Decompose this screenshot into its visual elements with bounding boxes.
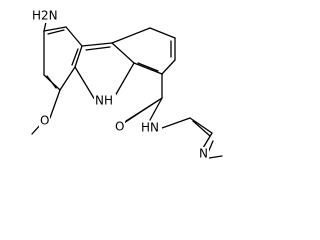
bond [43,26,67,32]
bond [111,27,151,44]
methoxy-oxygen-label: O [40,114,49,128]
bond [74,45,83,68]
bond [202,132,213,149]
bond [43,21,47,32]
bond [85,46,111,51]
bond [111,42,135,64]
bond [149,27,176,39]
bond [161,117,191,129]
bond [71,48,79,66]
bond [133,62,163,75]
amide-oxygen-label: O [115,120,124,134]
bond [74,66,96,101]
bond [189,117,213,134]
ring-nitrogen-label: NH [95,94,113,108]
bond [137,62,159,72]
bond-lines [31,21,223,159]
bond [114,62,135,97]
bond [81,42,113,47]
bond [192,120,211,137]
bond [161,59,176,75]
bond [149,97,163,121]
bond [65,26,83,47]
dimethylamino-nitrogen-label: N [199,147,208,161]
bond [47,29,65,35]
atom-labels: H2N O NH O HN N [31,9,209,161]
bond [46,75,57,89]
amine-label: H2N [32,9,58,23]
bond [208,155,223,159]
chemical-structure: H2N O NH O HN N [31,9,223,161]
bond [123,99,160,124]
bond [59,66,76,91]
amide-nitrogen-label: HN [141,121,159,135]
bond [49,89,61,119]
